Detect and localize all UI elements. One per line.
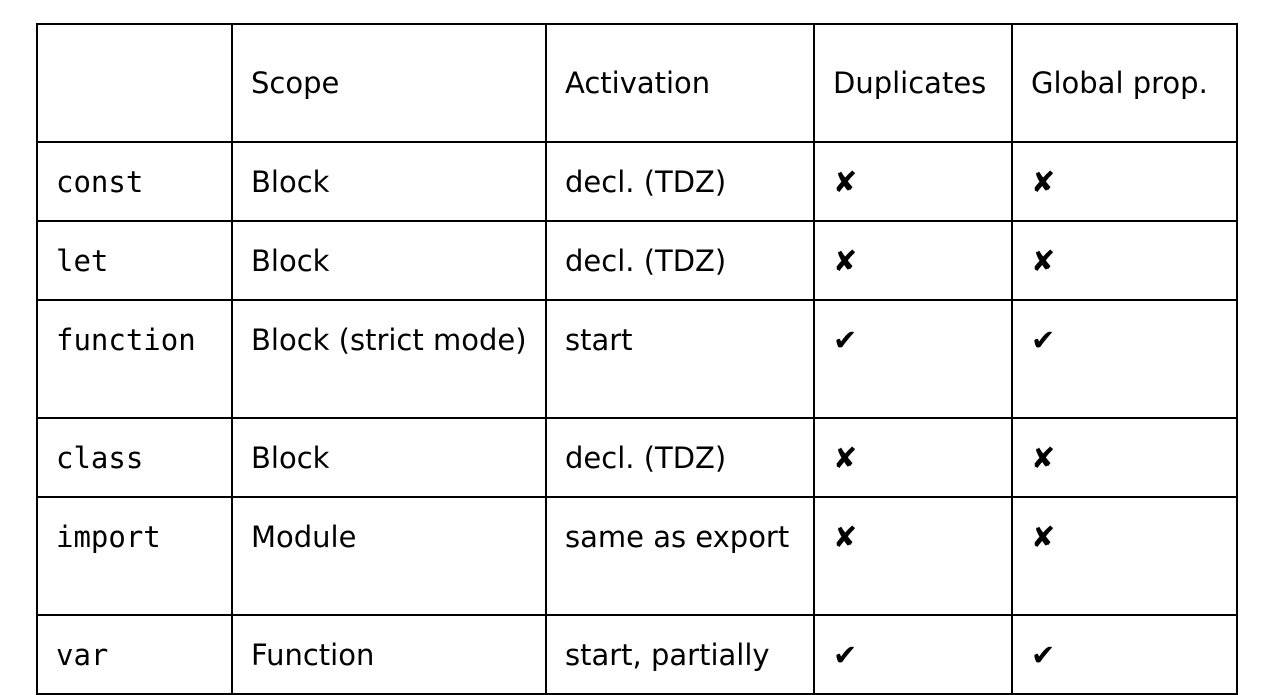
keyword-cell: function — [36, 299, 233, 419]
activation-cell: decl. (TDZ) — [545, 220, 815, 301]
global-prop-cross-icon: ✘ — [1011, 496, 1238, 616]
keyword-cell: class — [36, 417, 233, 498]
activation-cell: same as export — [545, 496, 815, 616]
header-cell-global-prop: Global prop. — [1011, 23, 1238, 143]
duplicates-cross-icon: ✘ — [813, 220, 1013, 301]
scope-cell: Function — [231, 614, 547, 695]
table-row: function Block (strict mode) start ✔ ✔ — [36, 299, 1238, 419]
global-prop-check-icon: ✔ — [1011, 614, 1238, 695]
table-row: import Module same as export ✘ ✘ — [36, 496, 1238, 616]
header-cell-scope: Scope — [231, 23, 547, 143]
scope-cell: Block — [231, 141, 547, 222]
keyword-cell: var — [36, 614, 233, 695]
global-prop-check-icon: ✔ — [1011, 299, 1238, 419]
keyword-cell: import — [36, 496, 233, 616]
activation-cell: start — [545, 299, 815, 419]
duplicates-cross-icon: ✘ — [813, 496, 1013, 616]
keyword-cell: const — [36, 141, 233, 222]
declarations-table: Scope Activation Duplicates Global prop.… — [36, 23, 1238, 695]
duplicates-cross-icon: ✘ — [813, 141, 1013, 222]
scope-cell: Block (strict mode) — [231, 299, 547, 419]
table-header: Scope Activation Duplicates Global prop. — [36, 23, 1238, 143]
duplicates-cross-icon: ✘ — [813, 417, 1013, 498]
activation-cell: decl. (TDZ) — [545, 417, 815, 498]
activation-cell: decl. (TDZ) — [545, 141, 815, 222]
duplicates-check-icon: ✔ — [813, 614, 1013, 695]
global-prop-cross-icon: ✘ — [1011, 417, 1238, 498]
keyword-cell: let — [36, 220, 233, 301]
scope-cell: Block — [231, 220, 547, 301]
table-body: const Block decl. (TDZ) ✘ ✘ let Block de… — [36, 141, 1238, 695]
header-row: Scope Activation Duplicates Global prop. — [36, 23, 1238, 143]
header-cell-duplicates: Duplicates — [813, 23, 1013, 143]
table-row: let Block decl. (TDZ) ✘ ✘ — [36, 220, 1238, 301]
global-prop-cross-icon: ✘ — [1011, 141, 1238, 222]
global-prop-cross-icon: ✘ — [1011, 220, 1238, 301]
activation-cell: start, partially — [545, 614, 815, 695]
duplicates-check-icon: ✔ — [813, 299, 1013, 419]
table-row: var Function start, partially ✔ ✔ — [36, 614, 1238, 695]
table-row: const Block decl. (TDZ) ✘ ✘ — [36, 141, 1238, 222]
scope-cell: Block — [231, 417, 547, 498]
header-cell-activation: Activation — [545, 23, 815, 143]
table-row: class Block decl. (TDZ) ✘ ✘ — [36, 417, 1238, 498]
header-cell-keyword — [36, 23, 233, 143]
scope-cell: Module — [231, 496, 547, 616]
